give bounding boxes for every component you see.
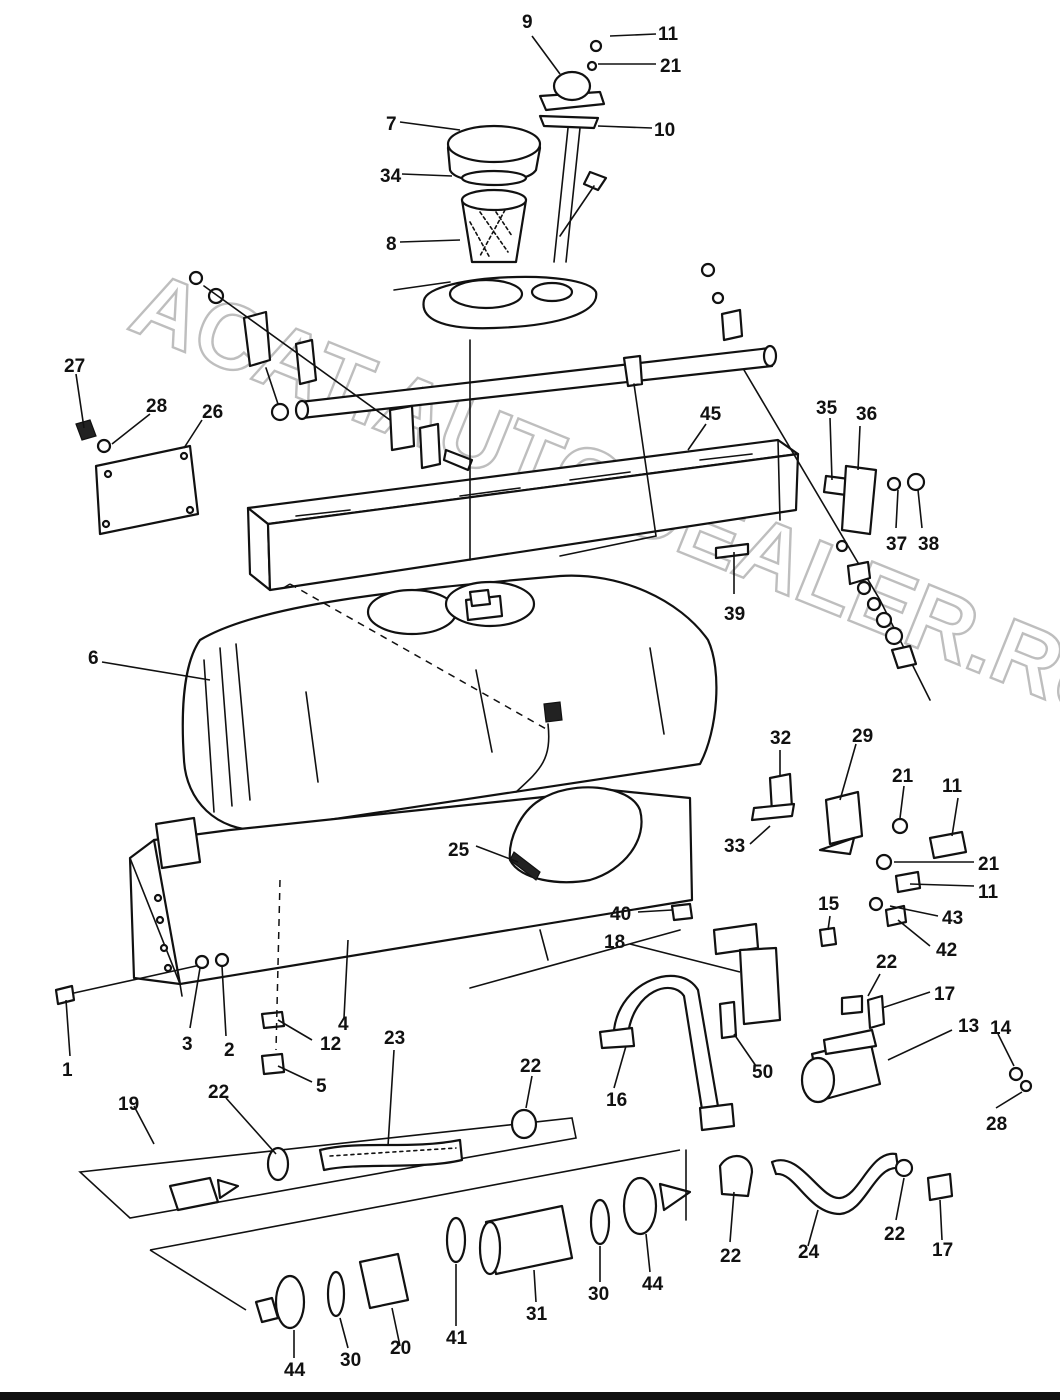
callout-28: 28: [146, 396, 167, 417]
callout-36: 36: [856, 404, 877, 425]
callout-17: 17: [932, 1240, 953, 1261]
sender-bracket: [750, 772, 968, 928]
callout-labels: 9 11 21 7 10 34 8 27 28 26 45 35 36 37 3…: [62, 12, 1012, 1381]
callout-43: 43: [942, 908, 963, 929]
callout-37: 37: [886, 534, 907, 555]
callout-12: 12: [320, 1034, 341, 1055]
callout-32: 32: [770, 728, 791, 749]
support-channel: [246, 438, 800, 592]
callout-10: 10: [654, 120, 675, 141]
callout-16: 16: [606, 1090, 627, 1111]
sender-unit: [538, 39, 608, 263]
callout-22: 22: [720, 1246, 741, 1267]
callout-33: 33: [724, 836, 745, 857]
callout-9: 9: [522, 12, 533, 33]
callout-28: 28: [986, 1114, 1007, 1135]
callout-44: 44: [642, 1274, 664, 1295]
callout-15: 15: [818, 894, 840, 915]
tube-upper-routing: [469, 339, 657, 561]
callout-4: 4: [338, 1014, 349, 1035]
cap-gasket: [460, 169, 528, 187]
tube-dashed-routing: [279, 583, 549, 731]
callout-41: 41: [446, 1328, 468, 1349]
callout-11: 11: [978, 882, 999, 903]
callout-29: 29: [852, 726, 873, 747]
fuel-tank: [128, 786, 694, 997]
callout-21: 21: [892, 766, 914, 787]
callout-21: 21: [978, 854, 1000, 875]
callout-1: 1: [62, 1060, 73, 1081]
callout-25: 25: [448, 840, 470, 861]
callout-5: 5: [316, 1076, 327, 1097]
callout-2: 2: [224, 1040, 235, 1061]
callout-23: 23: [384, 1028, 405, 1049]
callout-42: 42: [936, 940, 957, 961]
callout-30: 30: [340, 1350, 361, 1371]
fuel-filter: [800, 994, 1033, 1104]
callout-45: 45: [700, 404, 722, 425]
mounting-brackets-right: [700, 262, 744, 342]
callout-24: 24: [798, 1242, 820, 1263]
callout-39: 39: [724, 604, 745, 625]
callout-18: 18: [604, 932, 625, 953]
filler-neck-plate: [393, 275, 598, 330]
callout-30: 30: [588, 1284, 609, 1305]
callout-14: 14: [990, 1018, 1012, 1039]
mounting-hardware-left: [54, 879, 286, 1076]
callout-3: 3: [182, 1034, 193, 1055]
tank-shroud: [181, 574, 718, 832]
callout-35: 35: [816, 398, 838, 419]
leader-lines: [65, 33, 1023, 1358]
vent-hose: [515, 723, 550, 793]
callout-11: 11: [942, 776, 963, 797]
callout-8: 8: [386, 234, 397, 255]
callout-34: 34: [380, 166, 402, 187]
callout-6: 6: [88, 648, 99, 669]
callout-21: 21: [660, 56, 682, 77]
return-hose: [718, 1152, 954, 1216]
side-bracket: [714, 464, 926, 560]
callout-7: 7: [386, 114, 397, 135]
callout-40: 40: [610, 904, 631, 925]
callout-20: 20: [390, 1338, 411, 1359]
callout-17: 17: [934, 984, 955, 1005]
fuel-line-assembly: [78, 1108, 577, 1219]
mounting-brackets-left: [188, 270, 474, 472]
callout-19: 19: [118, 1094, 139, 1115]
fuel-filter-bracket: [670, 902, 838, 1040]
callout-22: 22: [520, 1056, 541, 1077]
inline-filter-assembly: [149, 1149, 692, 1330]
tube-routing: [469, 929, 687, 1221]
callout-22: 22: [884, 1224, 905, 1245]
callout-22: 22: [876, 952, 897, 973]
callout-50: 50: [752, 1062, 773, 1083]
filler-strainer: [460, 188, 528, 264]
cover-plate: [75, 419, 200, 536]
bottom-border: [0, 1392, 1060, 1400]
tank-strap: [598, 974, 736, 1132]
callout-13: 13: [958, 1016, 979, 1037]
callout-44: 44: [284, 1360, 306, 1381]
cross-tube: [294, 344, 778, 421]
callout-38: 38: [918, 534, 939, 555]
callout-22: 22: [208, 1082, 229, 1103]
right-hardware-stack: [743, 369, 931, 701]
callout-11: 11: [658, 24, 679, 45]
callout-31: 31: [526, 1304, 548, 1325]
callout-27: 27: [64, 356, 85, 377]
callout-26: 26: [202, 402, 223, 423]
